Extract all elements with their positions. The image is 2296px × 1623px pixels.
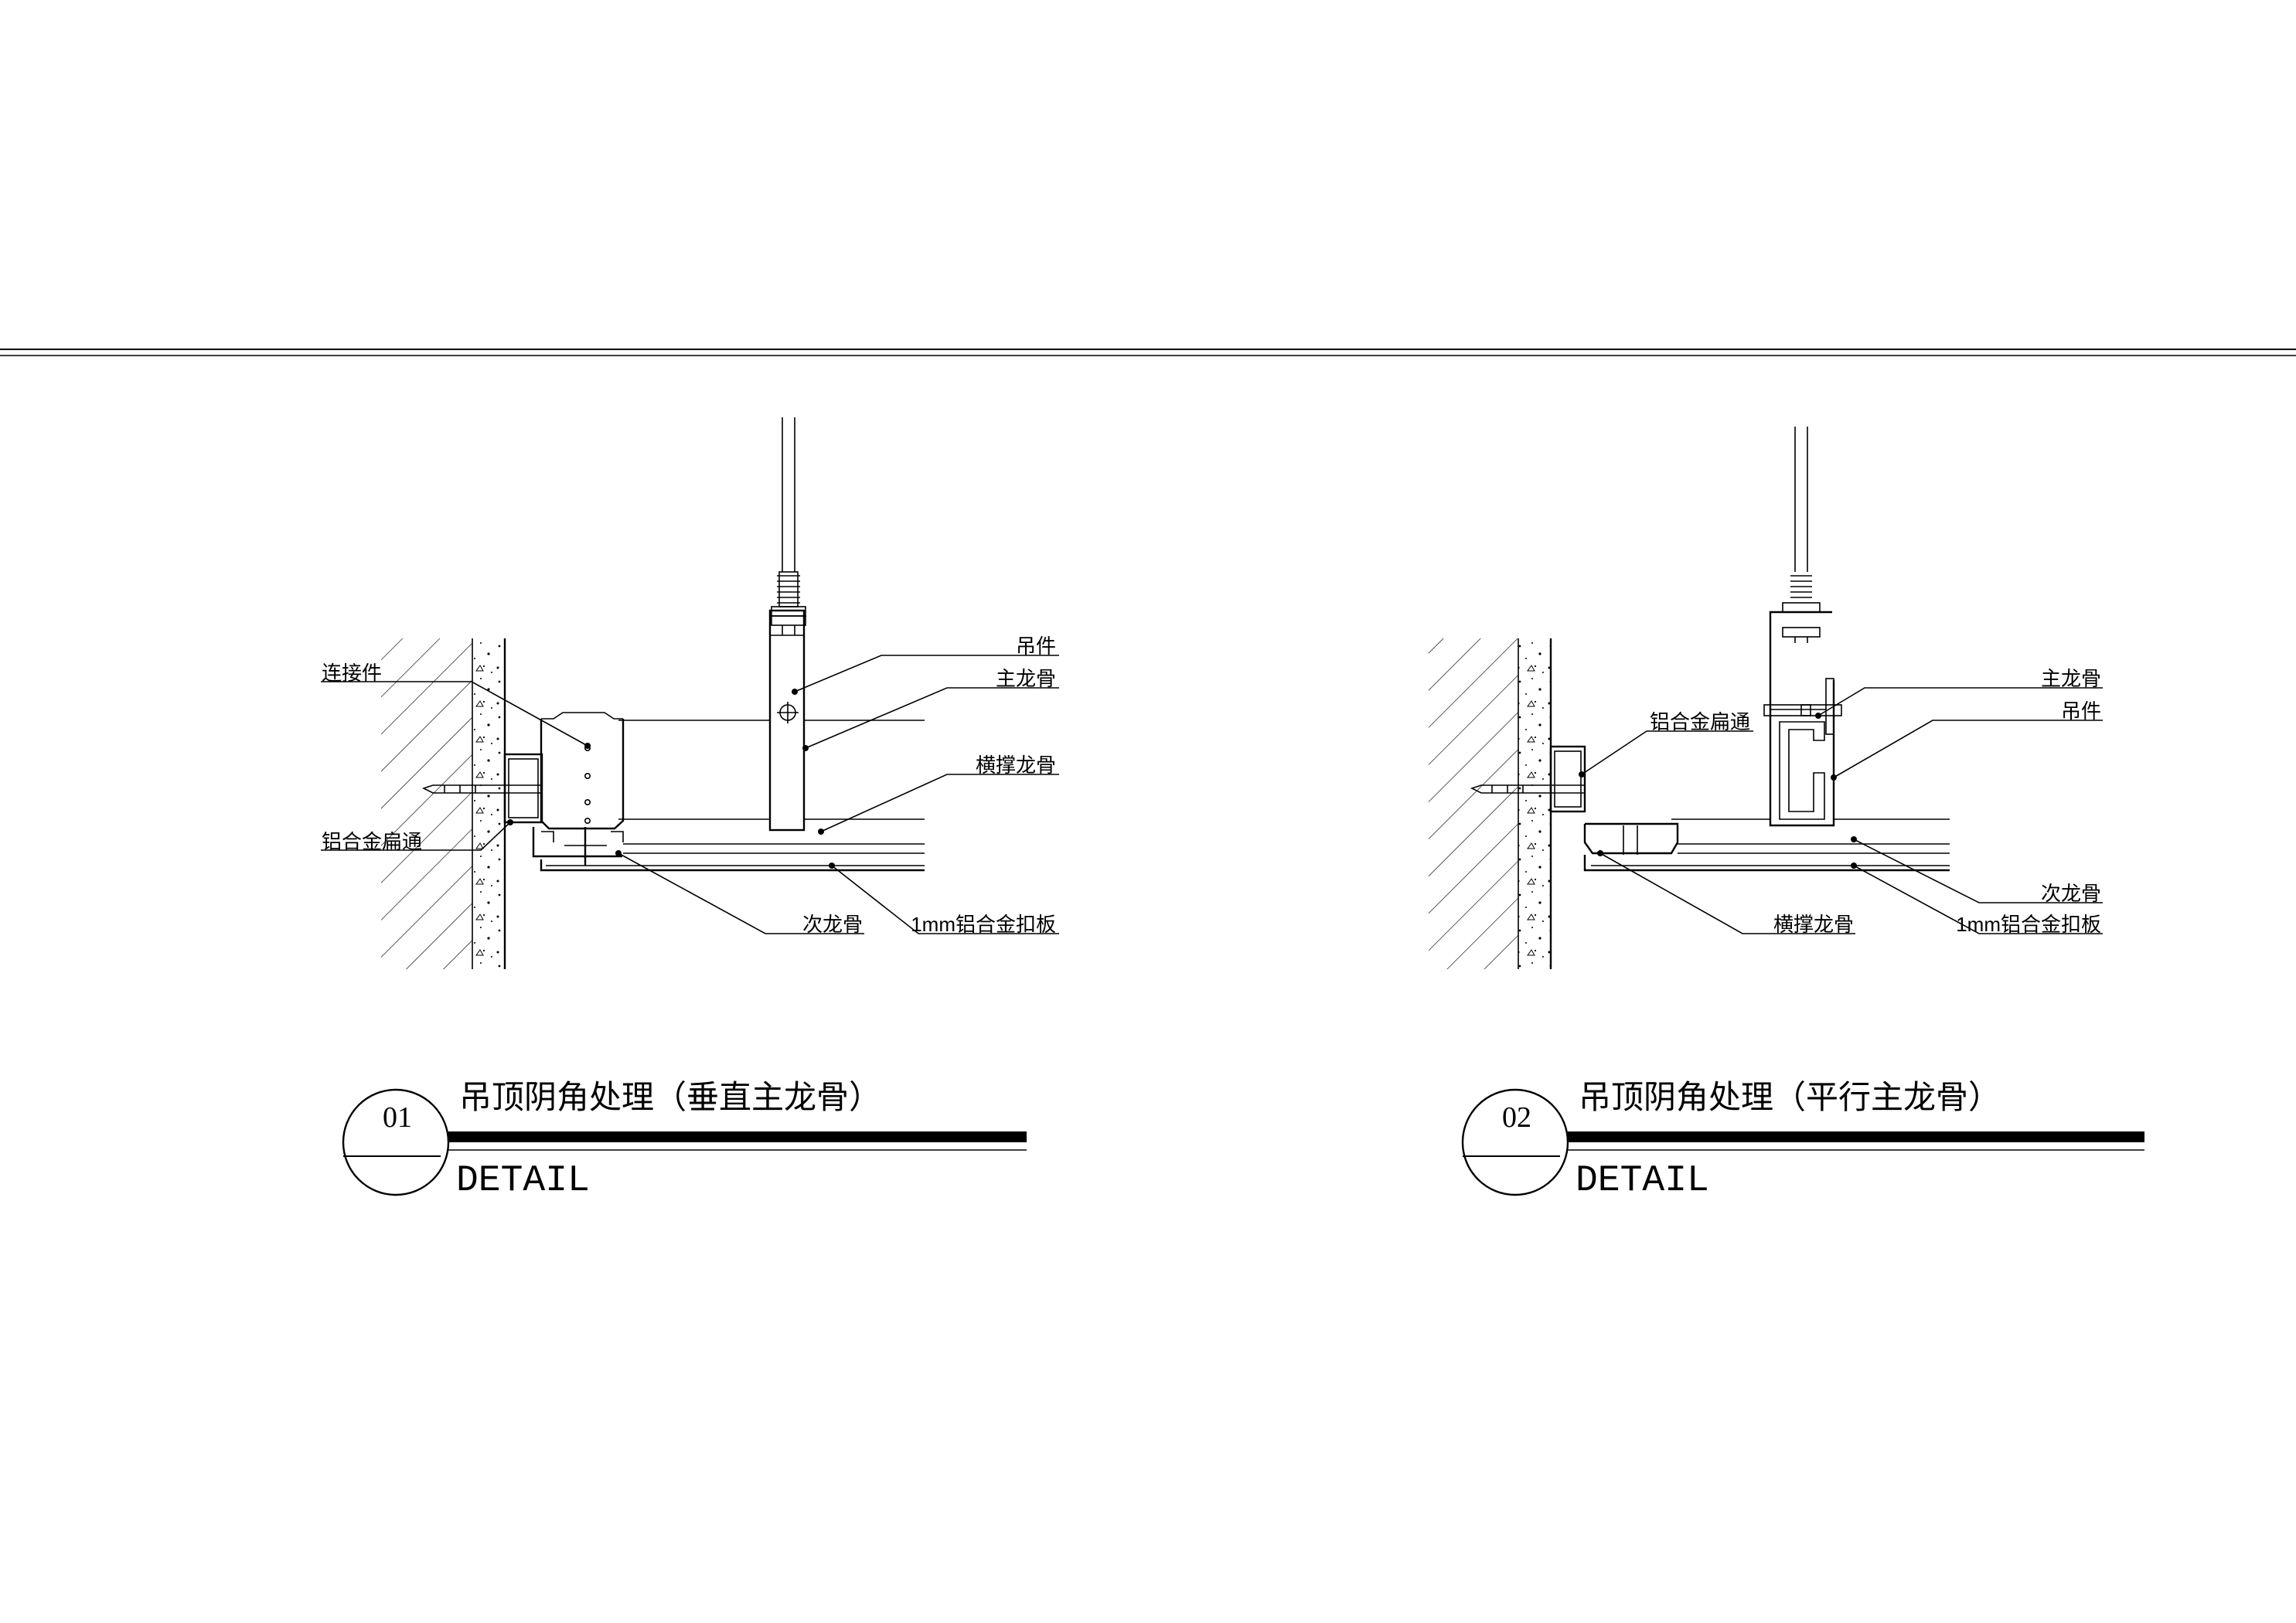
hanger-clip-01 bbox=[768, 609, 806, 832]
title-block-01: 01 吊顶阴角处理（垂直主龙骨） DETAIL bbox=[342, 1080, 1027, 1202]
detail-number-02: 02 bbox=[1502, 1101, 1531, 1134]
label-cross-brace-keel-02: 横撑龙骨 bbox=[1773, 913, 1854, 936]
detail-subtitle-02: DETAIL bbox=[1576, 1160, 1709, 1202]
label-cross-brace-keel-01: 横撑龙骨 bbox=[976, 754, 1056, 777]
label-panel-02: 1mm铝合金扣板 bbox=[1956, 913, 2101, 936]
aluminum-flat-tube-02 bbox=[1549, 745, 1586, 813]
hanger-rod-01 bbox=[771, 417, 806, 635]
label-hanger-02: 吊件 bbox=[2061, 699, 2101, 723]
aluminum-panel-02 bbox=[1583, 855, 1950, 872]
label-aluminum-flat-tube-02: 铝合金扁通 bbox=[1650, 710, 1750, 733]
connector-01 bbox=[540, 712, 625, 830]
label-main-keel-01: 主龙骨 bbox=[996, 667, 1056, 690]
anchor-screw-01 bbox=[421, 784, 542, 794]
detail-02: 铝合金扁通 主龙骨 吊件 次龙骨 横撑龙骨 1mm铝合金扣板 02 吊顶阴角处理… bbox=[1429, 427, 2144, 1202]
hanger-rod-02 bbox=[1782, 427, 1821, 643]
label-connector-01: 连接件 bbox=[322, 662, 382, 685]
title-block-02: 02 吊顶阴角处理（平行主龙骨） DETAIL bbox=[1461, 1080, 2144, 1202]
label-secondary-keel-02: 次龙骨 bbox=[2041, 882, 2101, 905]
cross-brace-keel-02 bbox=[1583, 822, 1950, 855]
label-panel-01: 1mm铝合金扣板 bbox=[911, 913, 1056, 936]
detail-number-01: 01 bbox=[383, 1101, 412, 1134]
leaders-01 bbox=[321, 655, 1059, 934]
label-hanger-01: 吊件 bbox=[1016, 635, 1056, 658]
cross-brace-keel-01 bbox=[532, 827, 925, 866]
anchor-screw-02 bbox=[1470, 784, 1586, 794]
label-main-keel-02: 主龙骨 bbox=[2041, 667, 2101, 690]
aluminum-flat-tube-01 bbox=[503, 753, 543, 824]
detail-01: 连接件 铝合金扁通 吊件 主龙骨 横撑龙骨 次龙骨 1mm铝合金扣板 01 吊顶… bbox=[321, 417, 1059, 1202]
label-aluminum-flat-tube-01: 铝合金扁通 bbox=[322, 830, 422, 853]
sheet-border bbox=[0, 349, 2296, 356]
leaders-02 bbox=[1579, 687, 2103, 934]
wall-section-02 bbox=[1429, 638, 1552, 969]
main-keel-01 bbox=[618, 720, 925, 820]
wall-section-01 bbox=[381, 638, 506, 969]
aluminum-panel-01 bbox=[540, 859, 925, 872]
hanger-bracket-02 bbox=[1763, 611, 1842, 827]
detail-subtitle-01: DETAIL bbox=[456, 1160, 590, 1202]
label-secondary-keel-01: 次龙骨 bbox=[802, 913, 863, 936]
detail-title-01: 吊顶阴角处理（垂直主龙骨） bbox=[459, 1080, 881, 1116]
detail-title-02: 吊顶阴角处理（平行主龙骨） bbox=[1579, 1080, 2001, 1116]
